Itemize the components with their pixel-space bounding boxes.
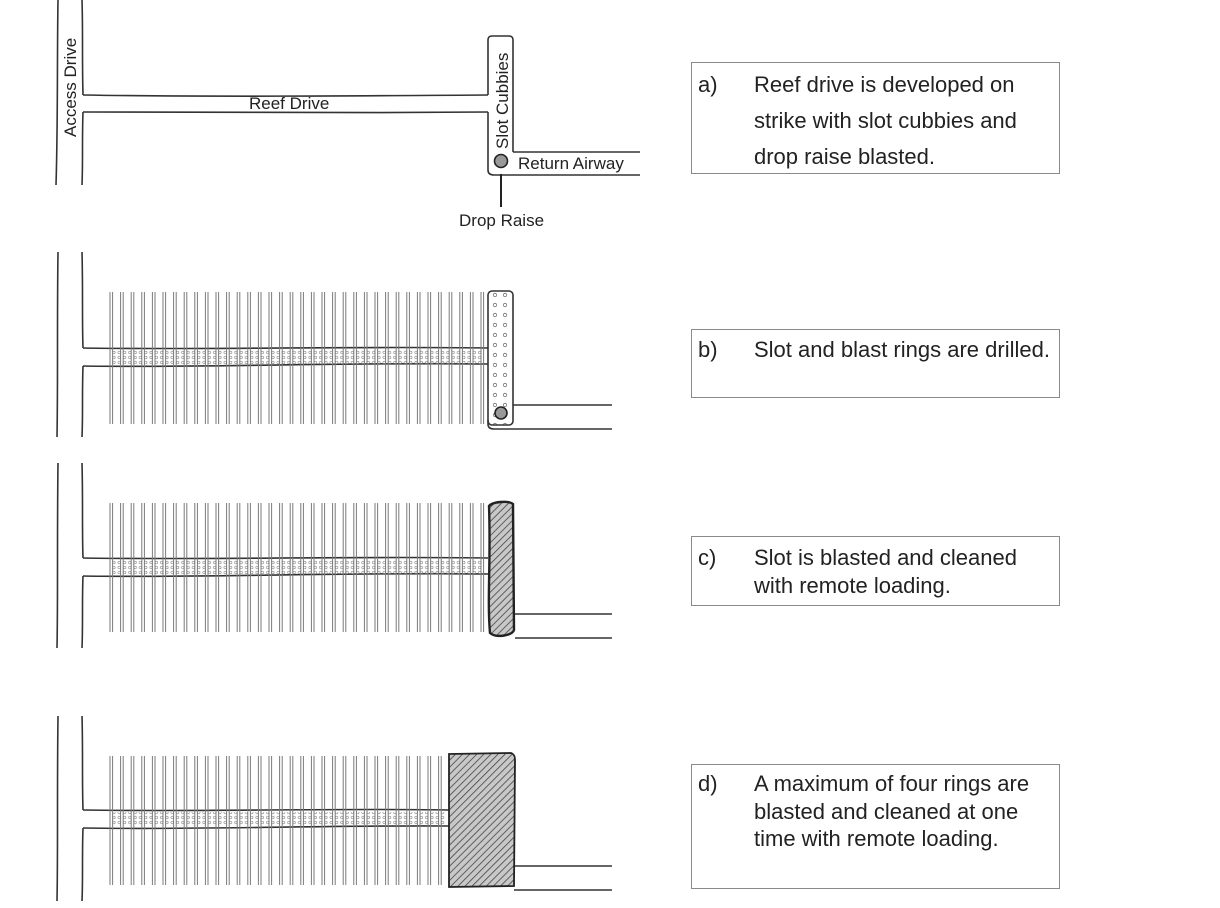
access-drive-left-wall-d: [56, 715, 59, 902]
reef-drive-label: Reef Drive: [249, 94, 329, 113]
reef-drive-bottom-wall-c: [82, 572, 489, 578]
access-drive-label: Access Drive: [61, 38, 80, 137]
panel-c-layout: [56, 462, 612, 649]
access-drive-left-wall-b: [56, 251, 59, 438]
step-b-box: b) Slot and blast rings are drilled.: [691, 329, 1060, 398]
step-d-box: d) A maximum of four rings are blasted a…: [691, 764, 1060, 889]
access-drive-right-wall-d-upper: [81, 715, 84, 811]
access-drive-right-wall-b-upper: [81, 251, 84, 349]
slot-blasted-c: [487, 500, 516, 638]
reef-drive-bottom-wall-b: [82, 362, 489, 368]
step-d-text: A maximum of four rings are blasted and …: [754, 771, 1030, 851]
slot-drilled-b: [487, 290, 514, 426]
blast-hole-row-d: [110, 812, 446, 826]
panel-a-layout: [55, 0, 640, 186]
blast-hole-row-c: [110, 560, 484, 574]
drop-raise-label: Drop Raise: [459, 211, 544, 230]
step-c-text: Slot is blasted and cleaned with remote …: [754, 545, 1017, 598]
access-drive-right-wall-d-lower: [81, 827, 84, 902]
blast-rings-d: [109, 756, 442, 885]
drop-raise-circle-a: [493, 153, 509, 169]
step-c-letter: c): [698, 545, 717, 570]
step-b-text: Slot and blast rings are drilled.: [754, 337, 1050, 362]
access-drive-right-wall-c-lower: [81, 575, 84, 649]
step-a-letter: a): [698, 72, 718, 97]
step-a-text: Reef drive is developed on strike with s…: [754, 72, 1017, 169]
reef-drive-top-wall-c: [82, 556, 489, 560]
access-drive-left-wall: [55, 0, 59, 186]
access-drive-right-wall-upper: [81, 0, 84, 96]
panel-d-layout: [56, 715, 612, 902]
access-drive-right-wall-c-upper: [81, 462, 84, 559]
return-airway-bottom-wall-b: [487, 420, 612, 430]
step-a-box: a) Reef drive is developed on strike wit…: [691, 62, 1060, 174]
blast-rings-b: [109, 292, 485, 424]
rings-blasted-d: [448, 752, 516, 888]
return-airway-label: Return Airway: [518, 154, 624, 173]
access-drive-left-wall-c: [56, 462, 59, 649]
step-b-letter: b): [698, 337, 718, 362]
reef-drive-top-wall: [82, 94, 489, 97]
reef-drive-top-wall-d: [82, 808, 450, 812]
blast-hole-row-b: [110, 350, 484, 364]
reef-drive-bottom-wall-d: [82, 825, 450, 830]
step-c-box: c) Slot is blasted and cleaned with remo…: [691, 536, 1060, 606]
panel-b-layout: [56, 251, 612, 438]
return-airway-bottom-wall: [487, 152, 640, 176]
slot-cubbies-label: Slot Cubbies: [493, 53, 512, 149]
step-d-letter: d): [698, 771, 718, 796]
blast-rings-c: [109, 503, 485, 632]
access-drive-right-wall-b-lower: [81, 365, 84, 438]
reef-drive-bottom-wall: [82, 111, 489, 114]
reef-drive-top-wall-b: [82, 346, 489, 350]
drop-raise-circle-b: [494, 406, 508, 420]
slot-cubby-outline: [487, 35, 514, 152]
access-drive-right-wall-lower: [81, 111, 84, 186]
